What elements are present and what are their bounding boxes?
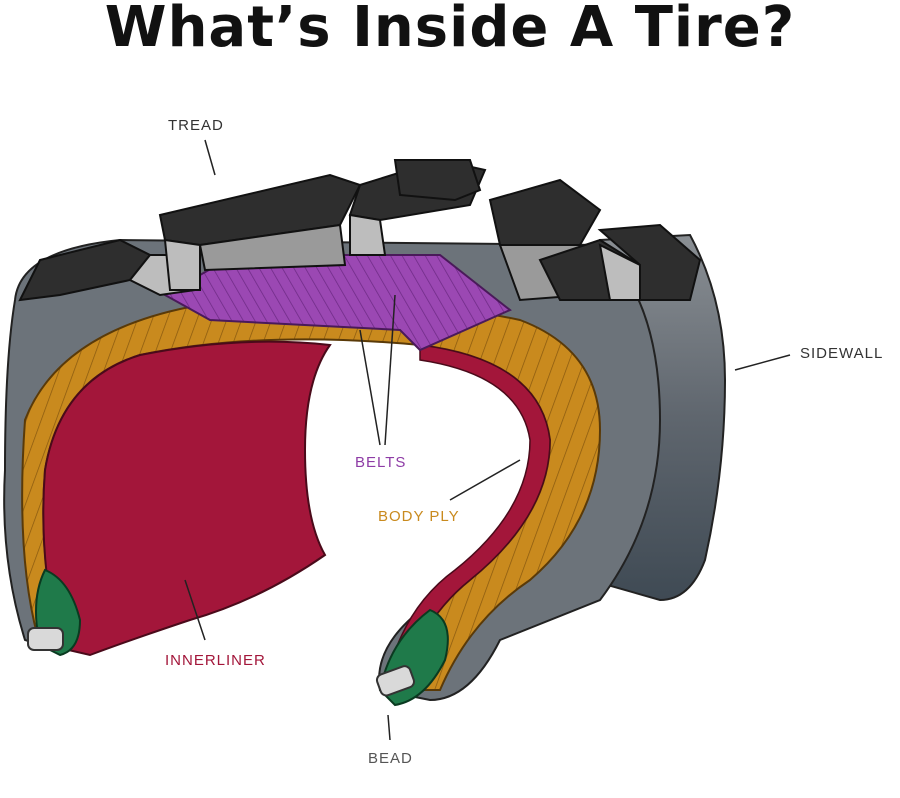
pointer-lines — [184, 139, 791, 741]
label-belts: BELTS — [355, 454, 406, 471]
page-title: What’s Inside A Tire? — [104, 0, 796, 60]
bead-left — [27, 568, 82, 657]
innerliner-shape — [42, 340, 332, 657]
tread-blocks — [18, 158, 702, 302]
label-tread: TREAD — [168, 117, 224, 134]
label-innerliner: INNERLINER — [165, 652, 266, 669]
label-body-ply: BODY PLY — [378, 508, 460, 525]
label-bead: BEAD — [368, 750, 413, 767]
label-sidewall: SIDEWALL — [800, 345, 883, 362]
bead-right — [375, 608, 449, 707]
